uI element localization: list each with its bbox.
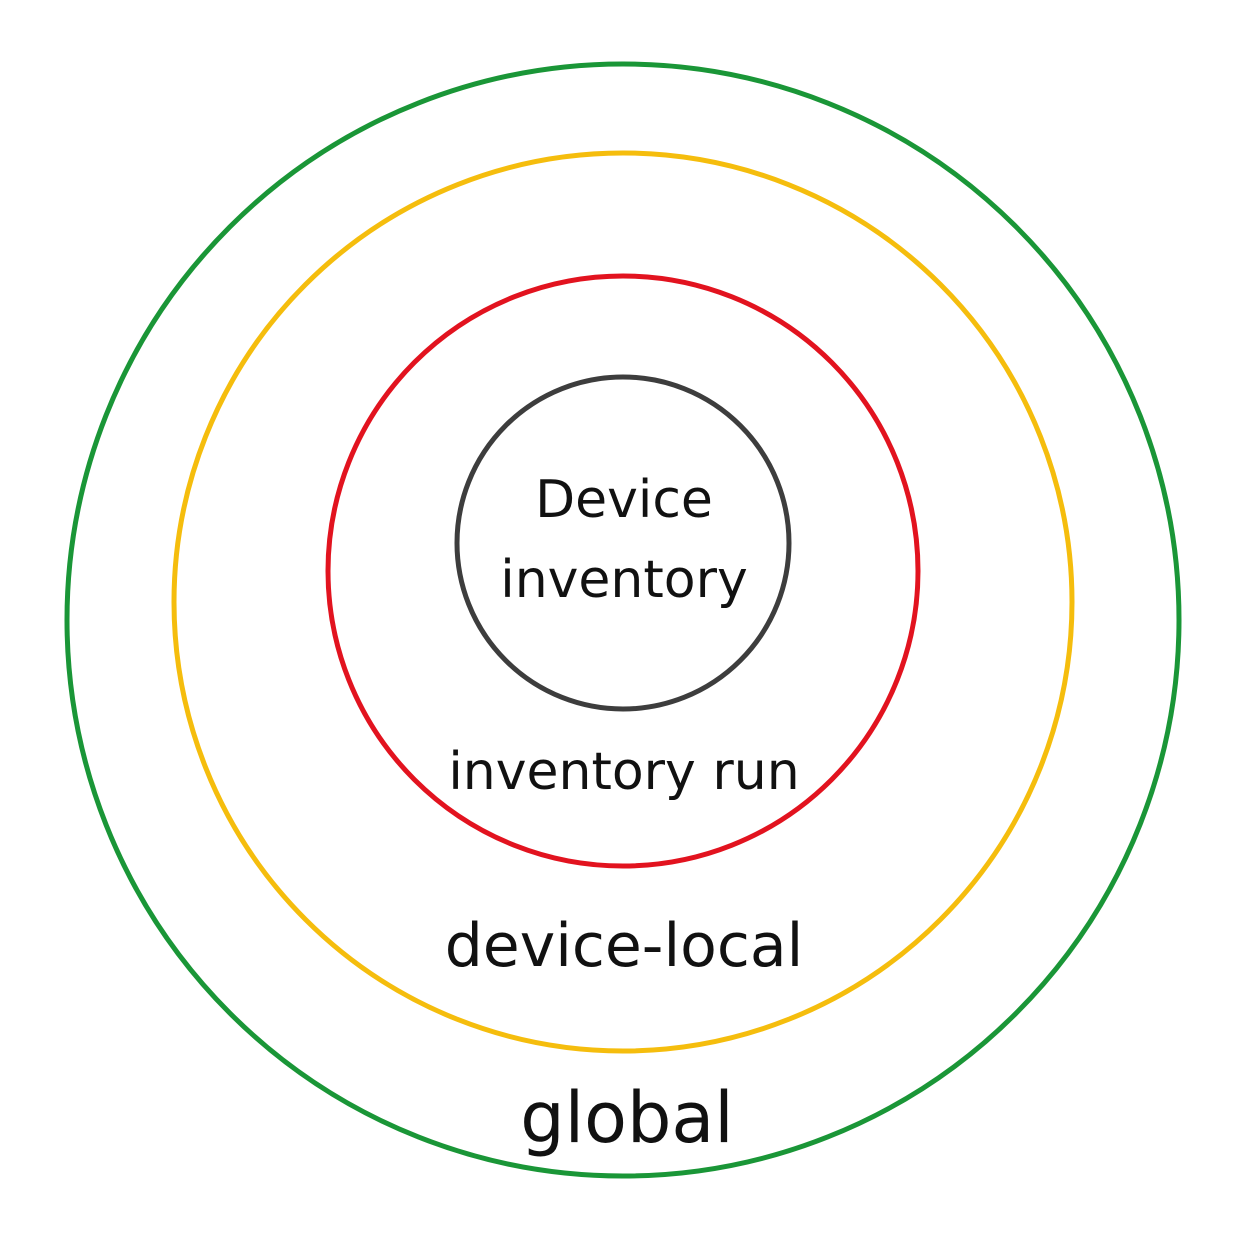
device-inventory-label-line2: inventory xyxy=(500,550,747,610)
inventory-run-ring xyxy=(325,273,921,869)
device-local-label: device-local xyxy=(445,911,804,981)
device-inventory-label-line1: Device xyxy=(535,470,713,530)
device-local-ring xyxy=(171,150,1075,1054)
global-ring xyxy=(64,61,1182,1179)
global-label: global xyxy=(520,1077,734,1159)
device-inventory-ring xyxy=(454,374,792,712)
inventory-run-label: inventory run xyxy=(448,742,799,802)
